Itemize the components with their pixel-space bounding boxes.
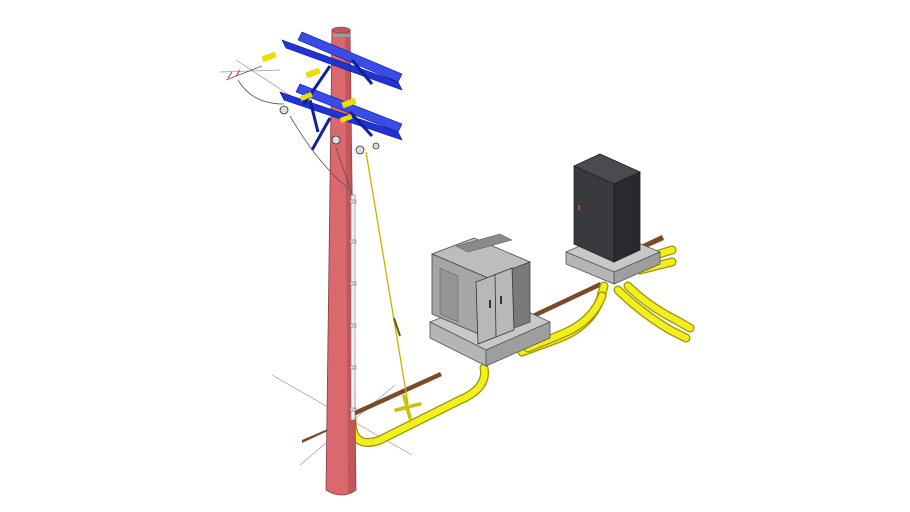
switchgear-cabinet: [573, 153, 641, 263]
insulators: [261, 51, 357, 123]
pad-mounted-transformer: [430, 233, 532, 345]
riser-conduit: [349, 194, 357, 421]
dead-end-markers: [227, 69, 241, 79]
conduit-transformer-to-cabinet: [517, 281, 609, 357]
guy-wire: [365, 151, 422, 420]
crossarm-upper: [279, 31, 403, 151]
guy-anchor: [394, 394, 422, 420]
overhead-wires: [225, 65, 353, 195]
cutouts: [279, 105, 380, 155]
